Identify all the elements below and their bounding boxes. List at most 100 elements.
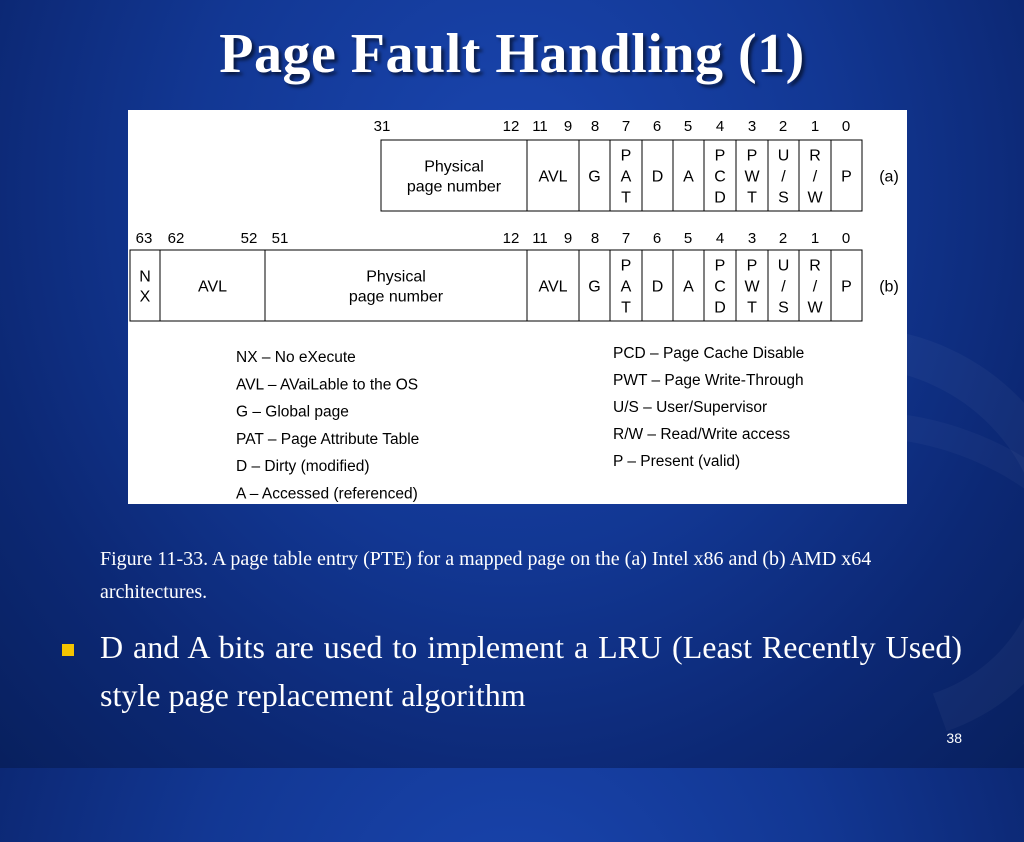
legend-right-item: PWT – Page Write-Through [613, 372, 804, 389]
bullet-text: D and A bits are used to implement a LRU… [100, 629, 962, 713]
pte-b-field-text: G [588, 279, 600, 296]
legend-left-item: A – Accessed (referenced) [236, 486, 418, 503]
pte-a-field-box [578, 139, 611, 212]
bit-label: 31 [374, 118, 391, 135]
pte-b-field-box [609, 249, 643, 322]
bit-label: 62 [168, 230, 185, 247]
pte-b-field-text: U [778, 258, 790, 275]
pte-b-field-text: X [140, 289, 151, 306]
slide-number: 38 [946, 730, 962, 746]
bit-label: 4 [716, 230, 724, 247]
legend-left-item: PAT – Page Attribute Table [236, 431, 419, 448]
bit-label: 2 [779, 230, 787, 247]
bit-label: 0 [842, 118, 850, 135]
bit-label: 51 [272, 230, 289, 247]
bit-label: 3 [748, 118, 756, 135]
pte-b-field-box [798, 249, 832, 322]
bit-label: 1 [811, 230, 819, 247]
pte-a-field-text: W [807, 190, 823, 207]
pte-a-field-text: G [588, 169, 600, 186]
legend-left-item: AVL – AVaiLable to the OS [236, 376, 418, 393]
pte-a-field-text: R [809, 148, 821, 165]
pte-a-field-text: A [621, 169, 632, 186]
pte-b-field-text: A [621, 279, 632, 296]
pte-a-field-text: U [778, 148, 790, 165]
pte-a-field-text: P [841, 169, 852, 186]
bullet-item: D and A bits are used to implement a LRU… [62, 623, 964, 719]
pte-a-field-box [735, 139, 769, 212]
bit-label: 4 [716, 118, 724, 135]
bit-label: 12 [503, 118, 520, 135]
bit-label: 63 [136, 230, 153, 247]
legend-left-item: D – Dirty (modified) [236, 458, 370, 475]
pte-b-field-text: P [747, 258, 758, 275]
pte-a-field-box [526, 139, 580, 212]
pte-b-field-text: W [807, 300, 823, 317]
bit-label: 8 [591, 230, 599, 247]
pte-a-field-text: W [744, 169, 760, 186]
pte-a-field-box [672, 139, 705, 212]
pte-b-field-text: R [809, 258, 821, 275]
legend-right-item: U/S – User/Supervisor [613, 399, 767, 416]
bit-label: 7 [622, 230, 630, 247]
bit-label: 11 [532, 230, 548, 247]
pte-a-field-text: A [683, 169, 694, 186]
pte-b-field-text: N [139, 269, 151, 286]
bit-label: 3 [748, 230, 756, 247]
pte-b-field-text: T [621, 300, 631, 317]
pte-b-field-text: Physical [366, 269, 426, 286]
bit-label: 5 [684, 230, 692, 247]
pte-b-field-box [735, 249, 769, 322]
bit-label: 7 [622, 118, 630, 135]
pte-b-field-box [672, 249, 705, 322]
legend-left-item: G – Global page [236, 404, 349, 421]
bit-label: 0 [842, 230, 850, 247]
pte-b-field-text: P [621, 258, 632, 275]
pte-b-field-text: D [714, 300, 726, 317]
pte-b-field-text: T [747, 300, 757, 317]
bit-label: 9 [564, 118, 572, 135]
pte-a-field-text: Physical [424, 159, 484, 176]
bit-label: 11 [532, 118, 548, 135]
bit-label: 52 [241, 230, 258, 247]
bit-label: 2 [779, 118, 787, 135]
bit-label: 6 [653, 230, 661, 247]
pte-b-field-box [578, 249, 611, 322]
pte-a-field-box [767, 139, 800, 212]
slide-title: Page Fault Handling (1) [219, 23, 805, 85]
bit-label: 8 [591, 118, 599, 135]
pte-b-field-text: C [714, 279, 726, 296]
pte-b-field-box [129, 249, 161, 322]
bit-label: 6 [653, 118, 661, 135]
row-label-b: (b) [879, 279, 899, 296]
pte-a-field-text: T [747, 190, 757, 207]
pte-b-field-text: AVL [538, 279, 567, 296]
pte-b-field-text: W [744, 279, 760, 296]
pte-a-field-text: D [652, 169, 664, 186]
pte-a-field-box [380, 139, 528, 212]
pte-b-field-box [767, 249, 800, 322]
pte-a-field-box [609, 139, 643, 212]
pte-b-field-text: P [715, 258, 726, 275]
legend-left-item: NX – No eXecute [236, 349, 356, 366]
pte-a-field-text: D [714, 190, 726, 207]
pte-a-field-text: page number [407, 179, 502, 196]
pte-a-field-text: AVL [538, 169, 567, 186]
pte-b-field-text: / [781, 279, 786, 296]
pte-a-field-text: T [621, 190, 631, 207]
pte-a-field-box [830, 139, 863, 212]
bit-label: 12 [503, 230, 520, 247]
pte-a-field-text: P [621, 148, 632, 165]
pte-a-field-text: / [781, 169, 786, 186]
pte-b-field-text: S [778, 300, 789, 317]
pte-a-field-box [703, 139, 737, 212]
pte-b-field-text: page number [349, 289, 444, 306]
bit-label: 9 [564, 230, 572, 247]
pte-a-field-box [798, 139, 832, 212]
bit-label: 1 [811, 118, 819, 135]
pte-b-field-text: P [841, 279, 852, 296]
pte-b-field-box [703, 249, 737, 322]
figure-caption: Figure 11-33. A page table entry (PTE) f… [100, 548, 872, 603]
